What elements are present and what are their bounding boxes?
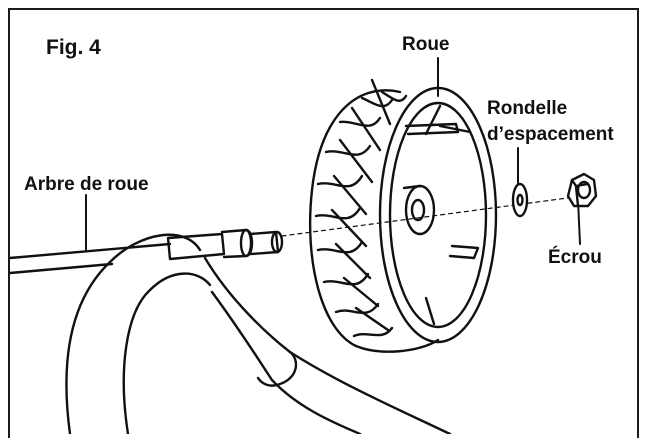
nut bbox=[566, 172, 598, 208]
spacer-label-line1: Rondelle bbox=[487, 98, 568, 119]
axle-rod bbox=[8, 228, 284, 275]
spacer-washer-label: Rondelle d’espacement bbox=[487, 96, 614, 148]
leader-lines bbox=[85, 57, 581, 251]
figure-title: Fig. 4 bbox=[46, 36, 101, 59]
wheel-label: Roue bbox=[402, 34, 450, 55]
handle-tube bbox=[65, 233, 452, 434]
center-axis-line bbox=[281, 194, 591, 237]
spacer-washer bbox=[511, 182, 529, 218]
wheel bbox=[308, 78, 498, 353]
axle-label: Arbre de roue bbox=[24, 174, 149, 195]
nut-label: Écrou bbox=[548, 247, 602, 268]
spacer-label-line2: d’espacement bbox=[487, 124, 614, 145]
figure-frame bbox=[8, 8, 639, 438]
